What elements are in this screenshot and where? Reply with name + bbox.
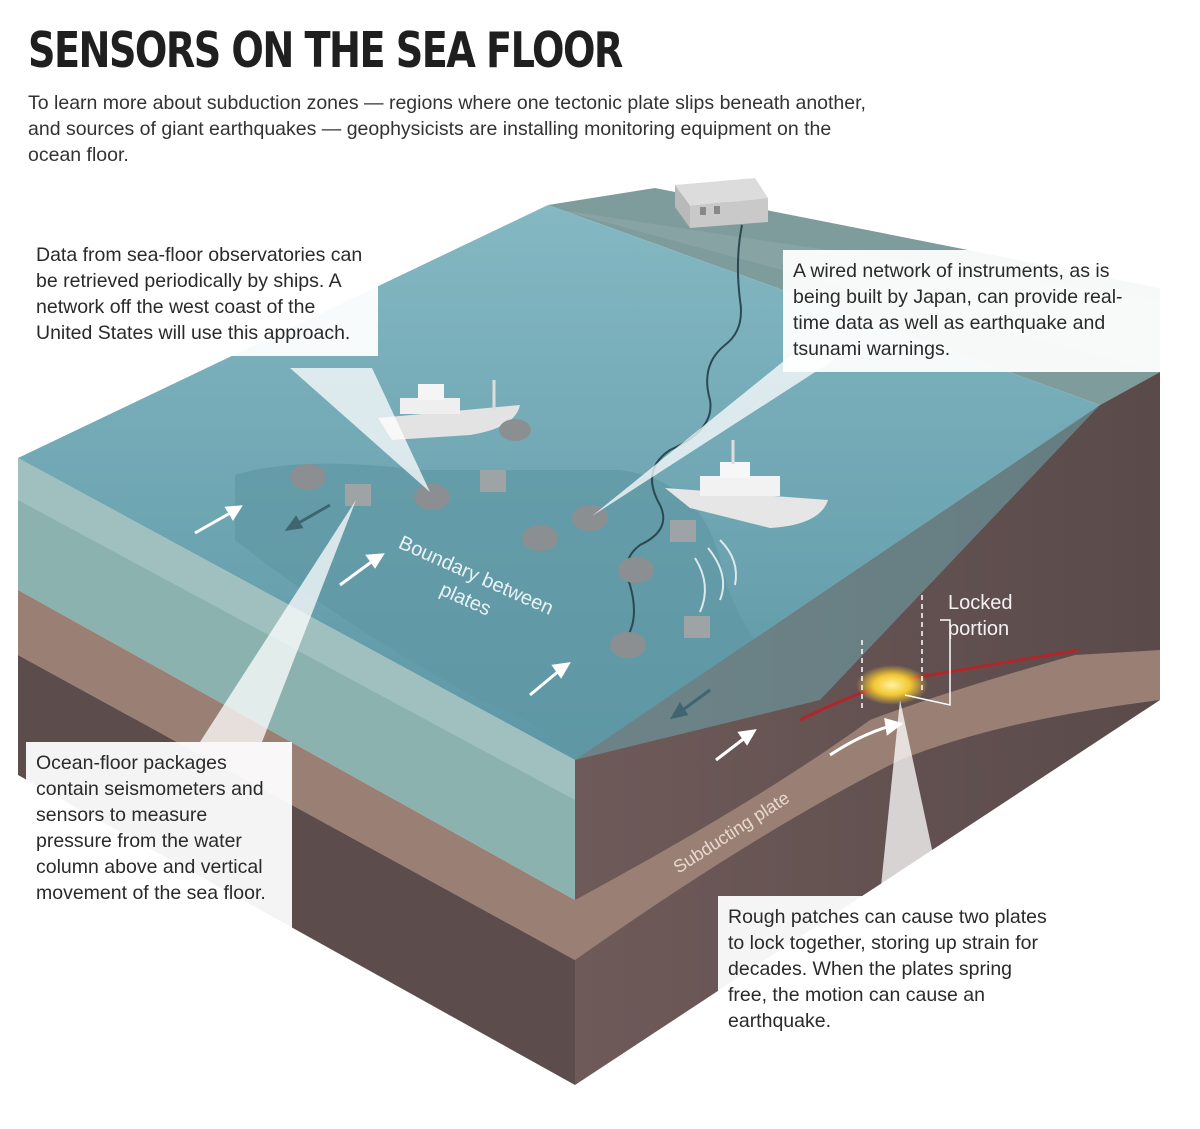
pointer-rough-patches [880,700,942,896]
slope-face [575,405,1100,760]
pointer-ship-retrieval [290,368,430,492]
locked-leader [904,619,951,706]
shore-station [675,178,768,228]
subducting-plate-band [575,650,1160,960]
locked-label-line1: Locked [948,592,1013,614]
block-front-crust [18,590,575,960]
intro-text: To learn more about subduction zones — r… [28,92,866,166]
pointer-wired-network [592,356,840,516]
locked-portion-glow [856,665,928,705]
callout-rough-patches: Rough patches can cause two plates to lo… [718,896,1063,1046]
callout-ship-retrieval: Data from sea-floor observatories can be… [26,234,378,356]
sonar-waves [694,539,737,613]
callout-ocean-floor-packages: Ocean-floor packages contain seismometer… [26,742,292,944]
research-ship-left [378,380,520,440]
pointer-packages [200,500,356,742]
research-ship-right [665,440,828,528]
locked-portion-label: Locked portion [948,590,1013,642]
plate-motion-arrows [194,505,904,762]
seafloor-instruments [290,419,710,658]
callout-wired-network: A wired network of instruments, as is be… [783,250,1169,372]
page-title: SENSORS ON THE SEA FLOOR [28,22,623,79]
plate-down-arrows [284,503,711,720]
locked-label-line2: portion [948,618,1010,640]
